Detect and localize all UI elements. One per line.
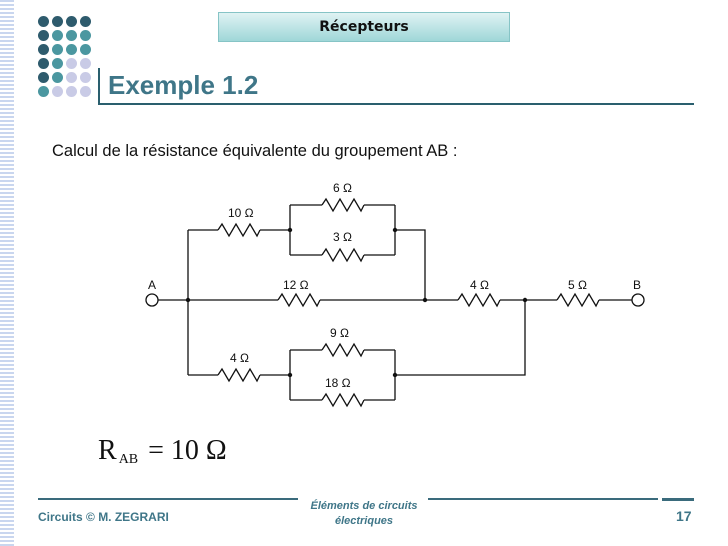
wire-lower-right [395, 300, 526, 376]
junction-dot [392, 372, 398, 378]
resistor-label-4-low: 4 Ω [230, 351, 249, 365]
decor-dot [52, 72, 63, 83]
decor-dot [66, 16, 77, 27]
resistor-label-3: 3 Ω [333, 230, 352, 244]
decor-dot [66, 86, 77, 97]
resistor-4-series [457, 292, 501, 308]
junction-dot [392, 227, 398, 233]
decor-dot [80, 58, 91, 69]
result-value: = 10 Ω [148, 435, 227, 466]
result-symbol: R [98, 435, 117, 466]
slide-subtitle: Calcul de la résistance équivalente du g… [52, 142, 458, 160]
node-label-b: B [633, 278, 641, 292]
footer-divider [428, 498, 658, 500]
junction-dot [422, 297, 428, 303]
decor-dot [80, 72, 91, 83]
decor-dot [52, 44, 63, 55]
title-divider-horizontal [98, 103, 694, 105]
junction-dot [287, 227, 293, 233]
junction-dot [522, 297, 528, 303]
resistor-5 [556, 292, 600, 308]
wire-top-to-node [395, 229, 426, 300]
decor-dot [52, 86, 63, 97]
decor-dot [80, 30, 91, 41]
resistor-label-9: 9 Ω [330, 326, 349, 340]
slide-title: Exemple 1.2 [108, 70, 259, 100]
resistor-12 [277, 292, 321, 308]
resistor-label-5: 5 Ω [568, 278, 587, 292]
footer-course-line1: Éléments de circuits [310, 500, 418, 512]
terminal-a [145, 293, 159, 307]
decor-dot [52, 58, 63, 69]
decor-dot [80, 16, 91, 27]
decor-dot [80, 86, 91, 97]
resistor-label-4-series: 4 Ω [470, 278, 489, 292]
footer-divider [662, 498, 694, 501]
decor-dot [66, 44, 77, 55]
footer-course-line2: électriques [334, 515, 394, 527]
resistor-10 [217, 222, 261, 238]
node-label-a: A [148, 278, 156, 292]
resistor-9 [321, 342, 365, 358]
junction-dot [185, 297, 191, 303]
title-divider-vertical [98, 68, 100, 104]
page-number: 17 [676, 508, 692, 524]
resistor-label-10: 10 Ω [228, 206, 254, 220]
resistor-3 [321, 247, 365, 263]
section-tab: Récepteurs [218, 12, 510, 42]
decor-dot [66, 72, 77, 83]
decor-dot [52, 16, 63, 27]
resistor-label-6: 6 Ω [333, 181, 352, 195]
footer-course-title: Éléments de circuits électriques [300, 499, 428, 529]
junction-dot [287, 372, 293, 378]
decor-dot [38, 44, 49, 55]
terminal-b [631, 293, 645, 307]
decor-dot [66, 58, 77, 69]
footer-copyright: Circuits © M. ZEGRARI [38, 510, 169, 524]
result-subscript: AB [118, 452, 139, 467]
footer-divider [38, 498, 298, 500]
decor-dot [38, 30, 49, 41]
decor-dot [38, 58, 49, 69]
decor-dot [38, 72, 49, 83]
decor-dot [52, 30, 63, 41]
decor-dot [80, 44, 91, 55]
decor-dot [38, 16, 49, 27]
resistor-18 [321, 392, 365, 408]
resistor-label-12: 12 Ω [283, 278, 309, 292]
decor-dot [66, 30, 77, 41]
left-stripe-decoration [0, 0, 14, 546]
resistor-4-low [217, 367, 261, 383]
decor-dot [38, 86, 49, 97]
resistor-label-18: 18 Ω [325, 376, 351, 390]
resistor-6 [321, 197, 365, 213]
